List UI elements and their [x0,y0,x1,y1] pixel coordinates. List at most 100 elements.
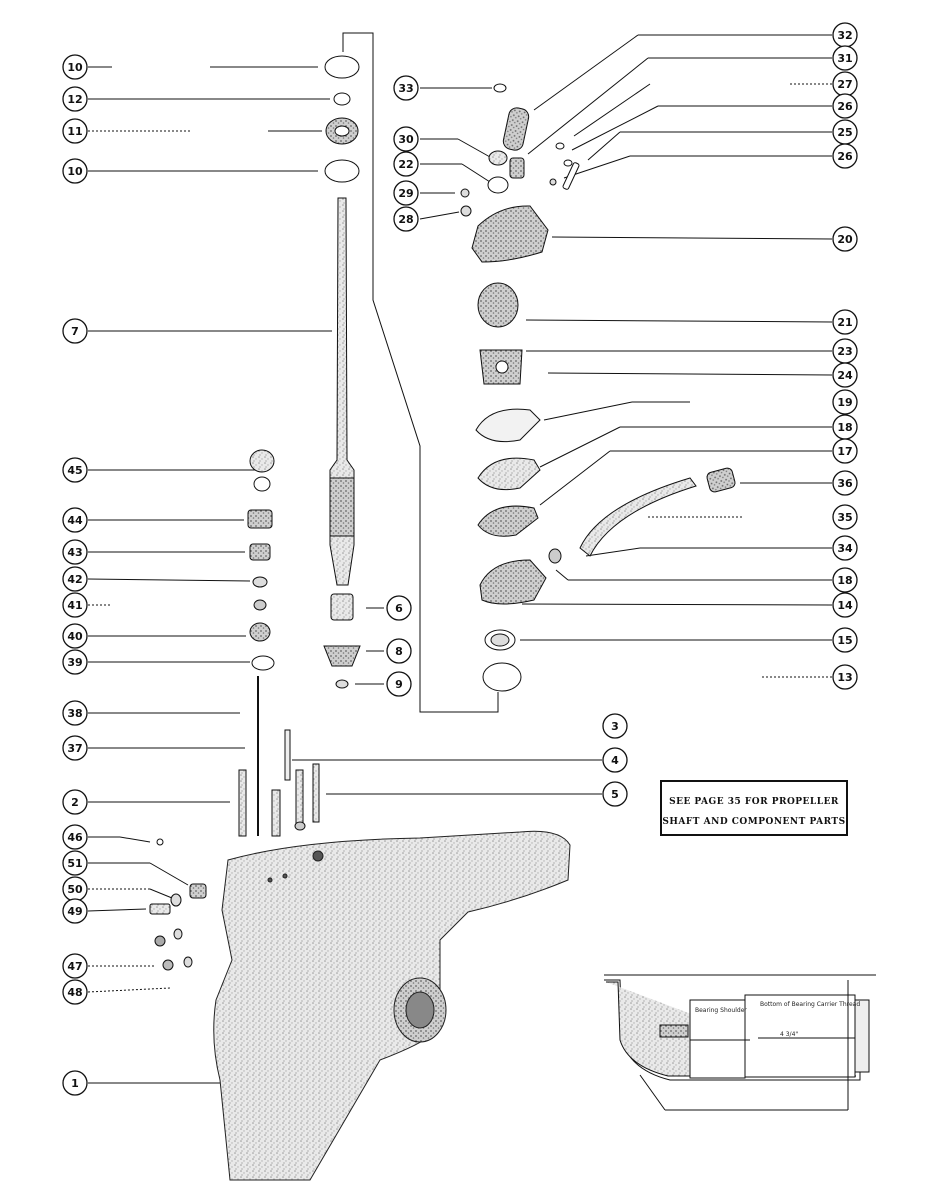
inset-dimension: 4 3/4" [780,1031,798,1038]
callout-6: 6 [386,595,412,621]
callout-circle [62,898,88,924]
callout-circle [832,143,858,169]
callout-29: 29 [393,180,419,206]
callout-number: 8 [395,645,403,658]
callout-number: 26 [837,150,853,163]
callout-number: 48 [67,986,82,999]
callout-32: 32 [832,22,858,48]
callout-circle [832,567,858,593]
callout-circle [62,735,88,761]
callout-49: 49 [62,898,88,924]
callout-number: 13 [837,671,852,684]
callout-circle [602,747,628,773]
callout-50: 50 [62,876,88,902]
callout-number: 21 [837,316,852,329]
callout-26: 26 [832,93,858,119]
parts-center [149,55,361,971]
callout-1: 1 [62,1070,88,1096]
pump-housing [471,205,549,263]
callout-circle [602,713,628,739]
callout-26: 26 [832,143,858,169]
callout-number: 14 [837,599,853,612]
callout-number: 32 [837,29,852,42]
callout-34: 34 [832,535,858,561]
callout-number: 29 [398,187,413,200]
callout-39: 39 [62,649,88,675]
callout-number: 39 [67,656,82,669]
callout-23: 23 [832,338,858,364]
callout-36: 36 [832,470,858,496]
callout-37: 37 [62,735,88,761]
callout-circle [393,126,419,152]
callout-number: 51 [67,857,82,870]
callout-number: 15 [837,634,852,647]
callout-circle [386,638,412,664]
callout-11: 11 [62,118,88,144]
callout-2: 2 [62,789,88,815]
callout-30: 30 [393,126,419,152]
callout-9: 9 [386,671,412,697]
callout-43: 43 [62,539,88,565]
inset-label-left: Bearing Shoulder [695,1007,747,1014]
callout-number: 41 [67,599,82,612]
callout-12: 12 [62,86,88,112]
callout-circle [62,539,88,565]
callout-number: 28 [398,213,413,226]
callout-5: 5 [602,781,628,807]
callout-47: 47 [62,953,88,979]
callout-number: 49 [67,905,82,918]
callout-circle [832,592,858,618]
callout-number: 17 [837,445,852,458]
callout-46: 46 [62,824,88,850]
callout-22: 22 [393,151,419,177]
callout-24: 24 [832,362,858,388]
callout-circle [62,318,88,344]
callout-number: 31 [837,52,852,65]
callout-number: 47 [67,960,82,973]
callout-number: 40 [67,630,83,643]
callout-circle [62,54,88,80]
callout-circle [386,595,412,621]
callout-3: 3 [602,713,628,739]
callout-circle [832,535,858,561]
callout-circle [832,470,858,496]
callout-number: 24 [837,369,853,382]
callout-number: 22 [398,158,413,171]
callout-number: 1 [71,1077,79,1090]
callout-number: 33 [398,82,413,95]
callout-number: 43 [67,546,82,559]
callout-41: 41 [62,592,88,618]
callout-circle [62,700,88,726]
callout-10: 10 [62,54,88,80]
callout-45: 45 [62,457,88,483]
callout-circle [62,457,88,483]
callout-circle [832,226,858,252]
callout-15: 15 [832,627,858,653]
callout-number: 37 [67,742,82,755]
callout-circle [62,824,88,850]
callout-number: 7 [71,325,79,338]
callout-number: 35 [837,511,852,524]
callout-number: 19 [837,396,852,409]
callout-38: 38 [62,700,88,726]
callout-group: 1012111074544434241403938372465150494748… [62,22,858,1096]
callout-51: 51 [62,850,88,876]
callout-circle [62,592,88,618]
note-line-1: SEE PAGE 35 FOR PROPELLER [669,797,839,807]
callout-circle [832,504,858,530]
inset-labels: Bearing Shoulder Bottom of Bearing Carri… [695,1001,860,1038]
callout-circle [62,649,88,675]
callout-circle [832,93,858,119]
callout-circle [62,566,88,592]
callout-circle [62,1070,88,1096]
parts-water-pump [460,83,736,692]
callout-number: 34 [837,542,853,555]
callout-number: 18 [837,574,852,587]
callout-33: 33 [393,75,419,101]
callout-number: 45 [67,464,82,477]
callout-number: 27 [837,78,852,91]
callout-number: 23 [837,345,852,358]
callout-circle [832,389,858,415]
callout-7: 7 [62,318,88,344]
